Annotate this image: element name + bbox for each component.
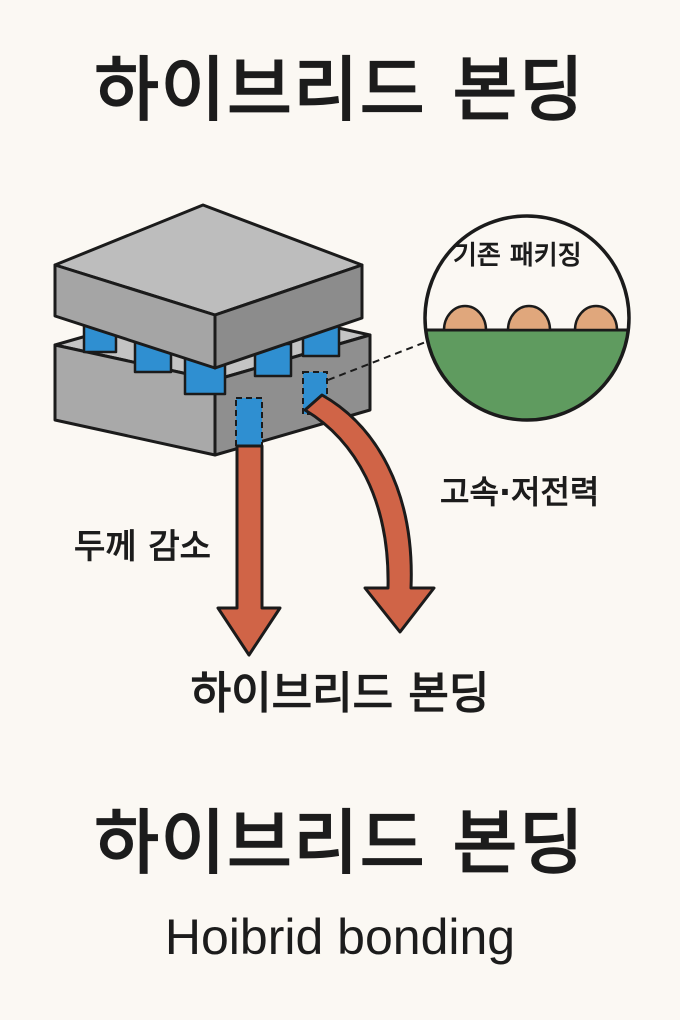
page-title: 하이브리드 본딩 xyxy=(94,49,586,131)
arrow-down-left xyxy=(216,444,282,657)
hybrid-bonding-diagram xyxy=(53,203,631,657)
through-connections xyxy=(235,371,328,447)
top-die xyxy=(53,203,364,370)
bottom-title: 하이브리드 본딩 xyxy=(94,802,586,884)
result-label: 하이브리드 본딩 xyxy=(190,668,490,719)
arrow-right-label: 고속·저전력 xyxy=(440,473,600,511)
inset-label: 기존 패키징 xyxy=(453,241,582,271)
leader-line xyxy=(327,337,437,381)
arrow-left-label: 두께 감소 xyxy=(74,527,211,567)
solder-bump xyxy=(442,304,488,332)
solder-bump xyxy=(573,304,619,332)
arrow-curved-right xyxy=(303,393,436,634)
subtitle-english: Hoibrid bonding xyxy=(164,909,516,965)
solder-bump xyxy=(506,304,552,332)
inset-conventional-packaging xyxy=(423,214,631,422)
